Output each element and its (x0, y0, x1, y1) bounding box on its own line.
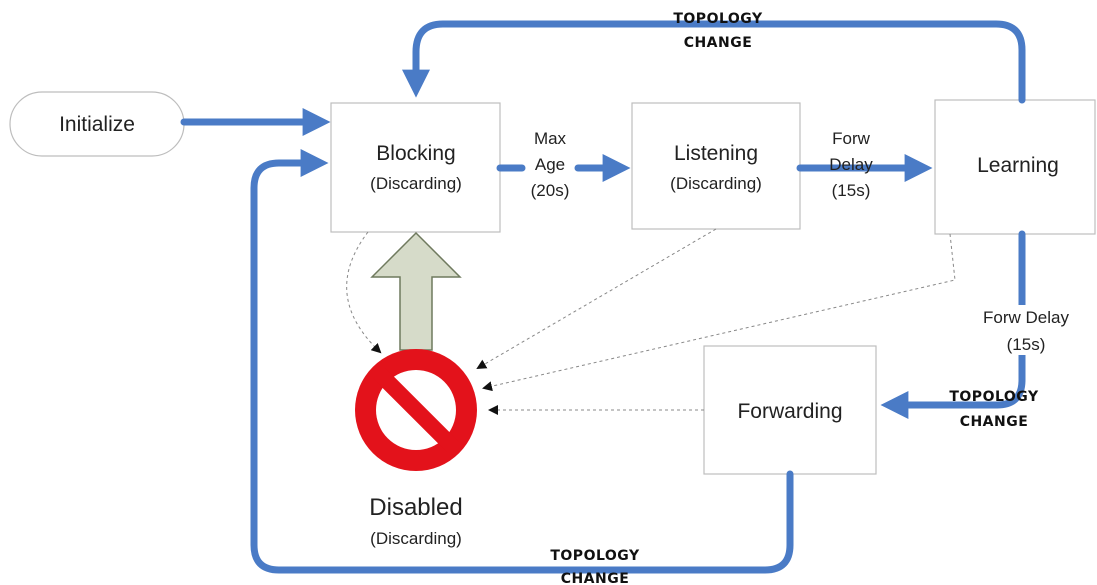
listening-to-disabled-dashed-arrow (476, 228, 717, 370)
blocking-to-disabled-dashed-arrow (346, 231, 382, 354)
max-age-line2: Age (535, 155, 565, 174)
learning-to-disabled-dashed-arrow (482, 233, 956, 392)
learning-to-forwarding-arrow (880, 230, 1026, 419)
disable-transitions (346, 228, 956, 415)
forw-delay-listening-line3: (15s) (832, 181, 871, 200)
topology-top-line1: TOPOLOGY (673, 11, 763, 27)
blocking-node: Blocking (Discarding) (330, 102, 501, 233)
initialize-node: Initialize (9, 91, 185, 157)
topology-right-line2: CHANGE (960, 414, 1029, 430)
forw-delay-learning-line2: (15s) (1007, 335, 1046, 354)
listening-label: Listening (674, 142, 758, 165)
topology-right-line1: TOPOLOGY (949, 389, 1039, 405)
forw-delay-listening-line2: Delay (829, 155, 873, 174)
disabled-label: Disabled (369, 494, 462, 521)
topology-change-right-label: TOPOLOGY CHANGE (949, 389, 1039, 430)
topology-bottom-line1: TOPOLOGY (550, 548, 640, 564)
learning-to-blocking-topology-arrow (402, 20, 1026, 104)
topology-bottom-line2: CHANGE (561, 571, 630, 585)
forw-delay-listening-line1: Forw (832, 129, 871, 148)
forw-delay-learning-line1: Forw Delay (983, 308, 1069, 327)
enable-up-arrow (370, 231, 462, 351)
topology-change-bottom-label: TOPOLOGY CHANGE (550, 548, 640, 585)
blocking-label: Blocking (376, 142, 455, 165)
forw-delay-learning-label: Forw Delay (15s) (968, 305, 1086, 355)
forwarding-to-blocking-topology-arrow (250, 149, 794, 574)
disabled-sublabel: (Discarding) (370, 529, 462, 548)
prohibited-icon (355, 349, 477, 471)
topology-change-top-label: TOPOLOGY CHANGE (673, 11, 763, 51)
transition-arrows (180, 20, 1026, 574)
forwarding-label: Forwarding (737, 400, 842, 423)
blocking-sublabel: (Discarding) (370, 174, 462, 193)
learning-node: Learning (934, 99, 1096, 235)
listening-sublabel: (Discarding) (670, 174, 762, 193)
max-age-label: Max Age (20s) (531, 129, 570, 200)
listening-node: Listening (Discarding) (631, 102, 801, 230)
forw-delay-listening-label: Forw Delay (15s) (829, 129, 873, 200)
learning-label: Learning (977, 154, 1059, 177)
forwarding-node: Forwarding (703, 345, 877, 475)
topology-top-line2: CHANGE (684, 35, 753, 51)
max-age-line3: (20s) (531, 181, 570, 200)
max-age-line1: Max (534, 129, 567, 148)
initialize-label: Initialize (59, 113, 135, 136)
